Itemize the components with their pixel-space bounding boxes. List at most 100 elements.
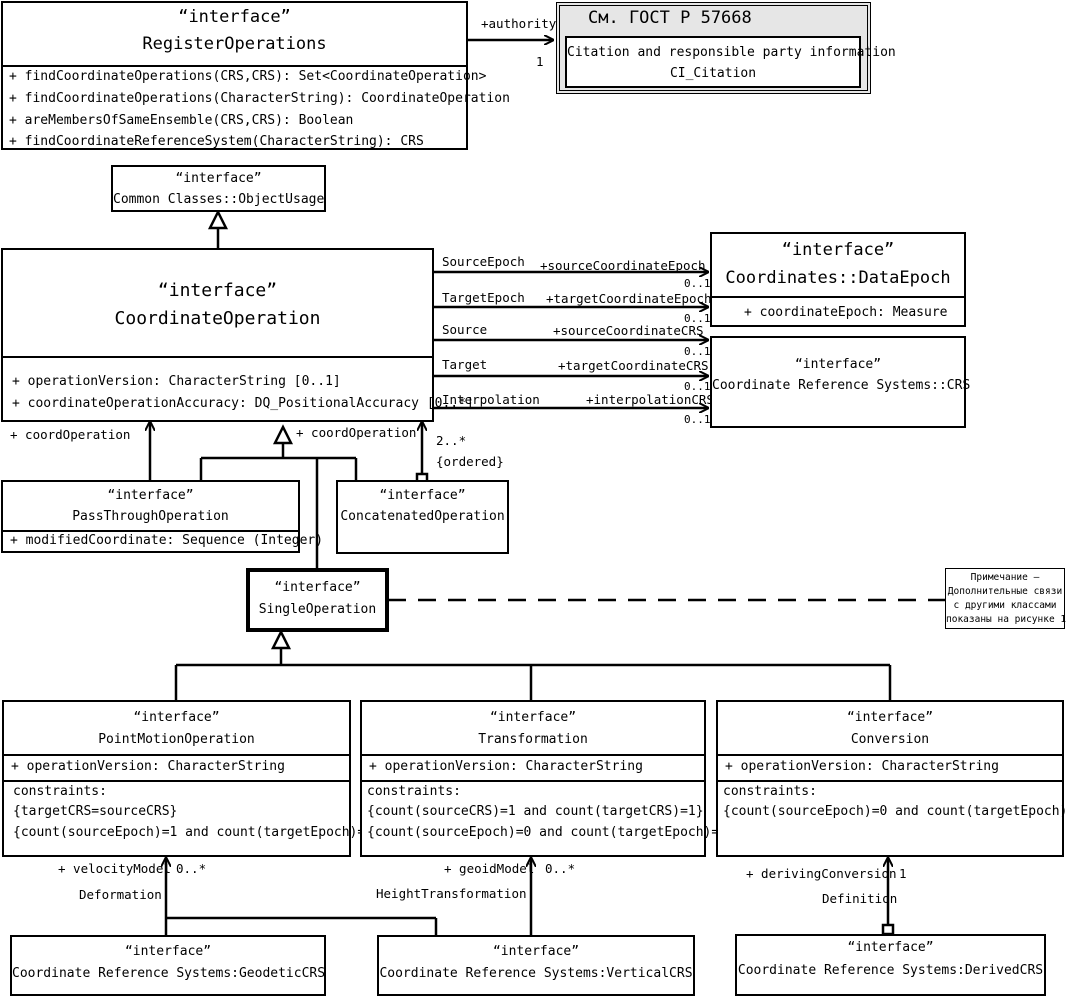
mult: 0..1 (684, 345, 711, 358)
class-name: Transformation (478, 732, 588, 747)
note-box: Примечание — Дополнительные связи с друг… (945, 568, 1066, 629)
source-role: +sourceCoordinateCRS (553, 323, 704, 338)
attribute: + operationVersion: CharacterString (725, 759, 999, 774)
interpolation-role: +interpolationCRS (586, 392, 714, 407)
derived-crs-box: “interface” Coordinate Reference Systems… (735, 934, 1046, 996)
deriving-role: + derivingConversion (746, 866, 897, 881)
derived-aggregation (881, 923, 895, 936)
concatenated-mult: 2..* (436, 433, 467, 448)
class-name: Coordinates::DataEpoch (725, 268, 951, 288)
class-name: SingleOperation (258, 602, 377, 617)
data-epoch-box: “interface” Coordinates::DataEpoch + coo… (710, 232, 966, 327)
stereotype: “interface” (847, 940, 934, 955)
constraint: {count(sourceEpoch)=0 and count(targetEp… (367, 825, 735, 840)
operation: + findCoordinateOperations(CRS,CRS): Set… (9, 69, 487, 84)
concatenated-role: + coordOperation (296, 425, 417, 440)
gost-title: См. ГОСТ Р 57668 (588, 8, 752, 28)
single-operation-box: “interface” SingleOperation (246, 568, 389, 632)
mult: 0..1 (684, 277, 711, 290)
geoid-role: + geoidModel (444, 861, 535, 876)
geoid-mult: 0..* (545, 861, 576, 876)
target-label: Target (442, 357, 488, 372)
constraints-label: constraints: (723, 784, 817, 799)
transformation-box: “interface” Transformation + operationVe… (360, 700, 735, 857)
citation-inner-box: Citation and responsible party informati… (565, 36, 896, 88)
stereotype: “interface” (175, 171, 262, 186)
target-role: +targetCoordinateCRS (558, 358, 709, 373)
authority-role: +authority (481, 16, 557, 31)
geodetic-crs-box: “interface” Coordinate Reference Systems… (10, 935, 326, 996)
stereotype: “interface” (492, 944, 580, 959)
pass-through-box: “interface” PassThroughOperation + modif… (1, 480, 323, 553)
target-epoch-role: +targetCoordinateEpoch (546, 291, 712, 306)
mult: 0..1 (684, 380, 711, 393)
singleop-triangle (270, 629, 292, 650)
attribute: + operationVersion: CharacterString (11, 759, 285, 774)
operation: + areMembersOfSameEnsemble(CRS,CRS): Boo… (9, 113, 354, 128)
source-epoch-role: +sourceCoordinateEpoch (540, 258, 706, 273)
citation-line2: CI_Citation (669, 66, 757, 81)
stereotype: “interface” (274, 580, 361, 595)
stereotype: “interface” (133, 710, 220, 725)
constraint: {targetCRS=sourceCRS} (13, 804, 178, 819)
stereotype: “interface” (124, 944, 212, 959)
constraint: {count(sourceCRS)=1 and count(targetCRS)… (367, 804, 704, 819)
note-line: показаны на рисунке 16 (946, 614, 1066, 625)
stereotype: “interface” (489, 710, 577, 725)
coordop-triangle (272, 424, 294, 445)
mult: 0..1 (684, 312, 711, 325)
passthrough-role: + coordOperation (10, 427, 131, 442)
coordinate-operation-box: “interface” CoordinateOperation + operat… (1, 248, 474, 422)
stereotype: “interface” (379, 488, 466, 503)
class-name: RegisterOperations (142, 34, 327, 54)
point-motion-box: “interface” PointMotionOperation + opera… (2, 700, 381, 857)
stereotype: “interface” (846, 710, 934, 725)
operation: + findCoordinateReferenceSystem(Characte… (9, 134, 424, 149)
class-name: Coordinate Reference Systems:GeodeticCRS (12, 966, 326, 981)
class-name: CoordinateOperation (114, 308, 321, 329)
source-epoch-label: SourceEpoch (442, 254, 525, 269)
source-label: Source (442, 322, 488, 337)
attribute: + operationVersion: CharacterString [0..… (12, 374, 341, 389)
velocity-mult: 0..* (176, 861, 207, 876)
note-line: с другими классами (953, 600, 1057, 611)
deformation-label: Deformation (79, 887, 162, 902)
stereotype: “interface” (178, 7, 291, 27)
class-name: Coordinate Reference Systems:VerticalCRS (379, 966, 693, 981)
citation-line1: Citation and responsible party informati… (567, 45, 896, 60)
attribute: + modifiedCoordinate: Sequence (Integer) (10, 533, 324, 548)
class-name: PassThroughOperation (72, 509, 229, 524)
class-name: Conversion (850, 732, 930, 747)
attribute: + operationVersion: CharacterString (369, 759, 643, 774)
concatenated-box: “interface” ConcatenatedOperation (336, 480, 509, 554)
target-epoch-label: TargetEpoch (442, 290, 525, 305)
operation: + findCoordinateOperations(CharacterStri… (9, 91, 510, 106)
vertical-crs-box: “interface” Coordinate Reference Systems… (377, 935, 695, 996)
attribute: + coordinateOperationAccuracy: DQ_Positi… (12, 396, 474, 411)
constraints-label: constraints: (13, 784, 107, 799)
class-name: Coordinate Reference Systems::CRS (712, 378, 971, 393)
definition-label: Definition (822, 891, 898, 906)
velocity-role: + velocityModel (58, 861, 171, 876)
height-transformation-label: HeightTransformation (376, 886, 527, 901)
conversion-box: “interface” Conversion + operationVersio… (716, 700, 1066, 857)
interpolation-label: Interpolation (442, 392, 540, 407)
stereotype: “interface” (794, 357, 882, 372)
class-name: Common Classes::ObjectUsage (113, 192, 325, 207)
deriving-mult: 1 (899, 866, 907, 881)
objectusage-triangle (207, 209, 229, 230)
stereotype: “interface” (107, 488, 194, 503)
crs-box: “interface” Coordinate Reference Systems… (710, 336, 971, 428)
constraint: {count(sourceEpoch)=0 and count(targetEp… (723, 804, 1066, 819)
note-line: Примечание — (970, 572, 1040, 583)
gost-box: См. ГОСТ Р 57668 Citation and responsibl… (556, 2, 896, 94)
stereotype: “interface” (157, 280, 278, 301)
register-operations-box: “interface” RegisterOperations + findCoo… (1, 1, 510, 150)
class-name: Coordinate Reference Systems:DerivedCRS (737, 963, 1044, 978)
note-line: Дополнительные связи (947, 586, 1063, 597)
constraints-label: constraints: (367, 784, 461, 799)
object-usage-box: “interface” Common Classes::ObjectUsage (111, 165, 326, 212)
authority-mult: 1 (536, 54, 544, 69)
ordered-constraint: {ordered} (436, 454, 504, 469)
